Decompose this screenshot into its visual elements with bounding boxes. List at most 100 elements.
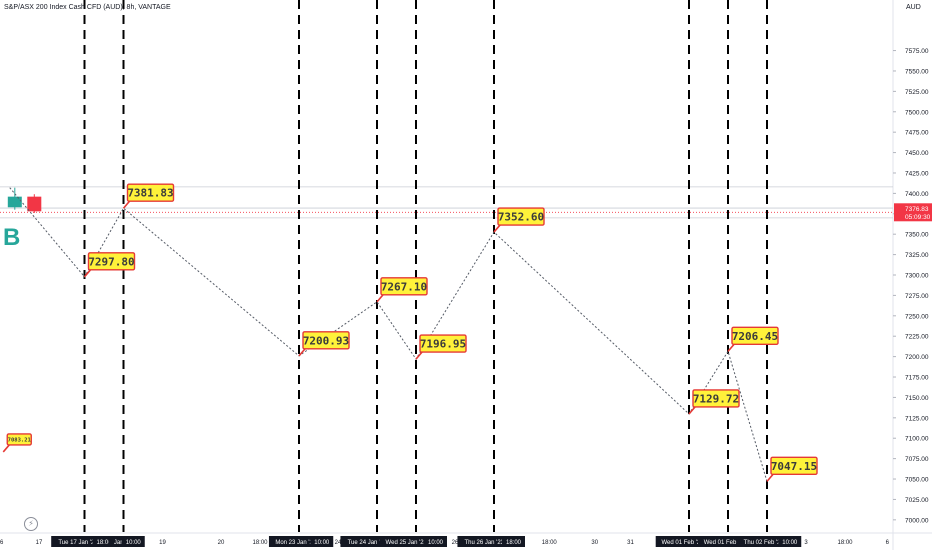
x-tick-highlight	[340, 536, 395, 547]
callout-pointer	[727, 343, 735, 352]
price-callout-box	[770, 456, 818, 476]
price-callout-label: 7196.95	[420, 338, 466, 351]
x-tick-label: 10:00	[314, 540, 330, 546]
price-callout-box	[731, 326, 779, 346]
price-callout-label: 7267.10	[381, 280, 427, 293]
y-tick-label: 7150.00	[905, 395, 929, 402]
price-callout-label: 7206.45	[732, 330, 778, 343]
y-tick-label: 7450.00	[905, 150, 929, 157]
y-tick-label: 7025.00	[905, 497, 929, 504]
y-tick-label: 7400.00	[905, 191, 929, 198]
x-tick-label: 10:00	[428, 540, 444, 546]
y-tick-label: 7125.00	[905, 415, 929, 422]
lightning-icon[interactable]: ⚡	[24, 517, 38, 531]
x-tick-highlight	[424, 536, 447, 547]
x-tick-label: Wed 01 Feb '23	[661, 540, 704, 546]
buy-marker: B	[3, 224, 21, 251]
price-callout-label: 7297.80	[88, 255, 134, 268]
x-tick-highlight	[310, 536, 334, 547]
x-tick-label: 30	[591, 540, 598, 546]
y-tick-label: 7000.00	[905, 517, 929, 524]
x-tick-label: 18:00	[542, 540, 558, 546]
price-callout-box	[419, 334, 467, 353]
x-tick-label: 18:00	[506, 540, 522, 546]
callout-pointer	[298, 348, 306, 357]
x-tick-label: Wed 01 Feb '23	[704, 540, 747, 546]
callout-pointer	[122, 200, 131, 209]
x-tick-label: Thu 02 Feb '23	[744, 540, 785, 546]
x-tick-highlight	[379, 536, 434, 547]
x-tick-label: 17	[36, 540, 43, 546]
price-callout-box	[87, 252, 136, 271]
y-tick-label: 7300.00	[905, 273, 929, 280]
x-tick-label: 18:00	[252, 540, 268, 546]
x-tick-highlight	[697, 536, 752, 547]
x-tick-label: Tue 24 Jan '23	[348, 540, 388, 546]
x-tick-label: 3	[804, 540, 808, 546]
x-tick-label: 26	[452, 540, 459, 546]
x-tick-highlight	[778, 536, 802, 547]
price-callout-label: 7129.72	[693, 392, 739, 405]
x-tick-highlight	[502, 536, 525, 547]
y-tick-label: 7550.00	[905, 68, 929, 75]
price-callout-box	[692, 389, 740, 408]
y-tick-label: 7350.00	[905, 232, 929, 239]
price-callout-label: 7381.83	[127, 187, 173, 200]
current-price-value: 7376.83	[905, 206, 929, 213]
callout-pointer	[766, 473, 774, 482]
chart-title: S&P/ASX 200 Index Cash CFD (AUD), 8h, VA…	[4, 4, 171, 11]
x-tick-highlight	[457, 536, 512, 547]
x-tick-label: Wed 25 Jan '23	[386, 540, 428, 546]
price-callout-label: 7352.60	[498, 211, 544, 224]
price-callout-box	[380, 277, 428, 296]
x-tick-label: 16	[0, 540, 4, 546]
y-tick-label: 7200.00	[905, 354, 929, 361]
x-tick-label: 19	[159, 540, 166, 546]
y-tick-label: 7175.00	[905, 375, 929, 382]
x-tick-highlight	[736, 536, 791, 547]
x-tick-label: 18:00	[837, 540, 853, 546]
x-tick-highlight	[655, 536, 710, 547]
y-tick-label: 7100.00	[905, 436, 929, 443]
candle-countdown: 05:09:30	[905, 214, 931, 221]
y-tick-label: 7475.00	[905, 130, 929, 137]
price-callout-label: 7083.21	[8, 437, 32, 443]
price-callout-box	[126, 183, 175, 202]
y-tick-label: 7075.00	[905, 456, 929, 463]
x-tick-label: 10:00	[126, 540, 142, 546]
x-tick-highlight	[268, 536, 323, 547]
y-tick-label: 7275.00	[905, 293, 929, 300]
x-tick-label: Tue 17 Jan '23	[58, 540, 98, 546]
x-tick-highlight	[121, 536, 145, 547]
price-callout-label: 7047.15	[771, 460, 817, 473]
callout-pointer	[688, 406, 696, 415]
x-tick-label: Thu 26 Jan '23	[464, 540, 504, 546]
price-callout-box	[302, 331, 350, 350]
callout-pointer	[83, 269, 92, 278]
candle-body	[27, 196, 42, 212]
y-tick-label: 7225.00	[905, 334, 929, 341]
x-tick-label: 24	[335, 540, 342, 546]
price-callout-box	[6, 433, 32, 446]
price-callout-label: 7200.93	[303, 334, 349, 347]
y-tick-label: 7525.00	[905, 89, 929, 96]
x-tick-label: Mon 23 Jan '23	[275, 540, 317, 546]
x-tick-label: 18:00	[96, 540, 112, 546]
callout-pointer	[493, 224, 501, 233]
x-tick-label: 10:00	[782, 540, 798, 546]
x-tick-label: 6	[886, 540, 890, 546]
y-tick-label: 7500.00	[905, 109, 929, 116]
y-tick-label: 7425.00	[905, 170, 929, 177]
x-tick-highlight	[51, 536, 105, 547]
current-price-tag	[894, 203, 932, 222]
y-tick-label: 7250.00	[905, 313, 929, 320]
y-tick-label: 7575.00	[905, 48, 929, 55]
callout-pointer	[376, 294, 384, 303]
y-tick-label: 7325.00	[905, 252, 929, 259]
x-tick-label: 20	[218, 540, 225, 546]
y-tick-label: 7050.00	[905, 477, 929, 484]
currency-label: AUD	[906, 4, 921, 11]
price-callout-box	[497, 207, 545, 226]
